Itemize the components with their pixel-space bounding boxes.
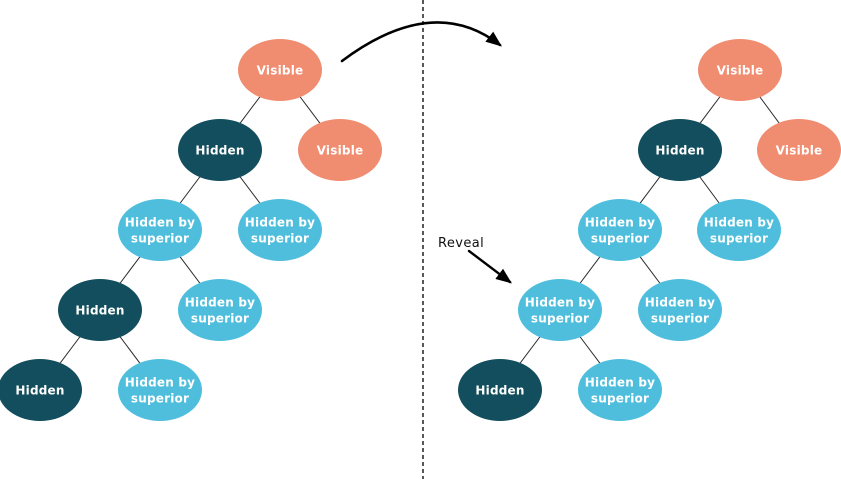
- reveal-arrow-icon: [467, 249, 512, 284]
- node-visible: [238, 39, 322, 101]
- node-hidden-by-superior: [697, 199, 781, 261]
- node-hidden-by-superior: [238, 199, 322, 261]
- node-visible: [698, 39, 782, 101]
- node-hidden: [178, 119, 262, 181]
- reveal-label: Reveal: [438, 236, 484, 251]
- node-label: Hidden: [15, 383, 64, 397]
- node-hidden: [0, 359, 82, 421]
- node-label: Visible: [717, 63, 764, 77]
- node-label: Hidden: [655, 143, 704, 157]
- node-hidden-by-superior: [518, 279, 602, 341]
- node-hidden: [458, 359, 542, 421]
- node-label: Visible: [317, 143, 364, 157]
- node-hidden-by-superior: [118, 199, 202, 261]
- node-hidden-by-superior: [118, 359, 202, 421]
- node-label: Hidden: [195, 143, 244, 157]
- node-hidden-by-superior: [638, 279, 722, 341]
- node-label: Visible: [776, 143, 823, 157]
- node-hidden: [638, 119, 722, 181]
- node-visible: [757, 119, 841, 181]
- node-visible: [298, 119, 382, 181]
- node-hidden: [58, 279, 142, 341]
- node-label: Hidden: [475, 383, 524, 397]
- node-hidden-by-superior: [578, 199, 662, 261]
- node-hidden-by-superior: [178, 279, 262, 341]
- node-hidden-by-superior: [578, 359, 662, 421]
- transition-arrow-icon: [340, 21, 502, 63]
- node-label: Hidden: [75, 303, 124, 317]
- node-label: Visible: [257, 63, 304, 77]
